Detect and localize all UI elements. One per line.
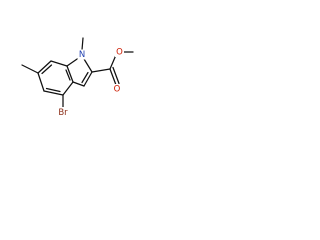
bond-carbonyl-oester [109, 54, 117, 70]
bond-c2-c3 [83, 71, 93, 87]
bond-layer [21, 37, 134, 109]
bond-c4-c5-inner [45, 87, 61, 93]
bond-c7a-c3a-inner [65, 69, 71, 81]
carbonyl-oxygen-label: O [114, 85, 121, 95]
ester-oxygen-label: O [116, 48, 123, 58]
bond-carbonyl-o-double-b [112, 66, 120, 85]
nitrogen-label-bg [77, 49, 87, 60]
bond-c6-methyl [21, 64, 39, 74]
ester-oxygen-label-bg [115, 47, 124, 57]
bromine-label-bg [55, 107, 71, 118]
bond-n1-c2 [83, 58, 93, 73]
structure-canvas: N Br O O [0, 0, 152, 152]
bromine-label: Br [58, 108, 68, 118]
bond-c3-c3a [72, 81, 85, 87]
carbonyl-oxygen-label-bg [113, 84, 121, 94]
bond-c2-c3-inner [81, 71, 89, 84]
bond-carbonyl-o-double-a [109, 68, 117, 86]
bond-c2-carbonyl [91, 68, 111, 73]
bond-c7-c7a [50, 60, 68, 67]
atom-label-layer: N Br O O [55, 47, 124, 118]
molecule-structure: N Br O O [21, 37, 134, 118]
bond-c6-c7-inner [41, 64, 53, 75]
bond-c5-c6 [37, 72, 45, 92]
bond-n1-methyl [81, 37, 84, 51]
bond-c3a-c4 [62, 81, 74, 96]
bond-c4-c5 [43, 90, 64, 96]
bond-c6-c7 [37, 60, 52, 74]
nitrogen-label: N [79, 50, 85, 60]
bond-c7a-c3a [66, 65, 74, 83]
